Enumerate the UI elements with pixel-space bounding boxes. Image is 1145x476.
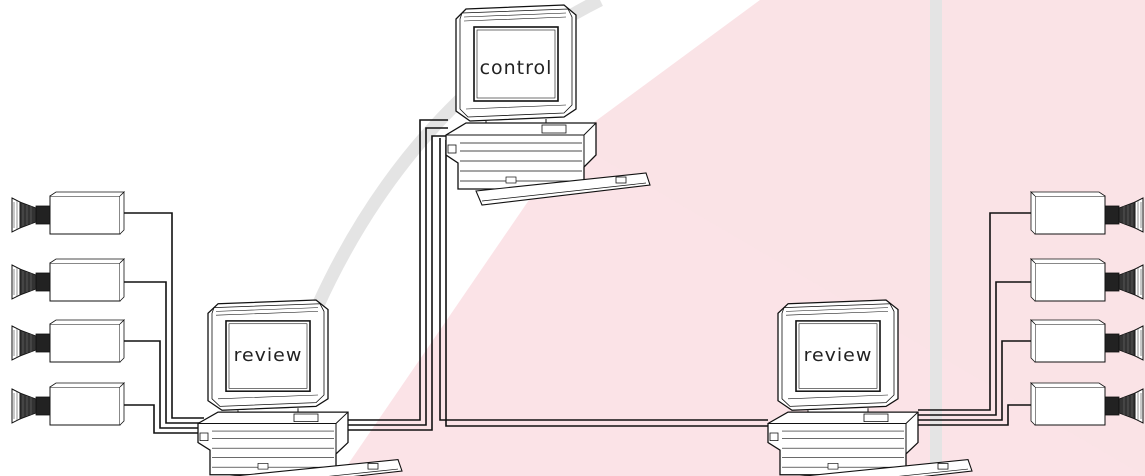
control-screen-label: control [480,57,553,79]
review-screen-label-right: review [804,345,873,365]
review-workstation-right: review [767,299,973,476]
control-workstation: control [445,4,651,206]
camera-left-1 [11,191,125,235]
review-workstation-left: review [197,299,403,476]
network-cables [122,119,1040,434]
review-screen-label-left: review [234,345,303,365]
camera-left-2 [11,258,125,302]
camera-left-4 [11,382,125,426]
camera-left-3 [11,319,125,363]
